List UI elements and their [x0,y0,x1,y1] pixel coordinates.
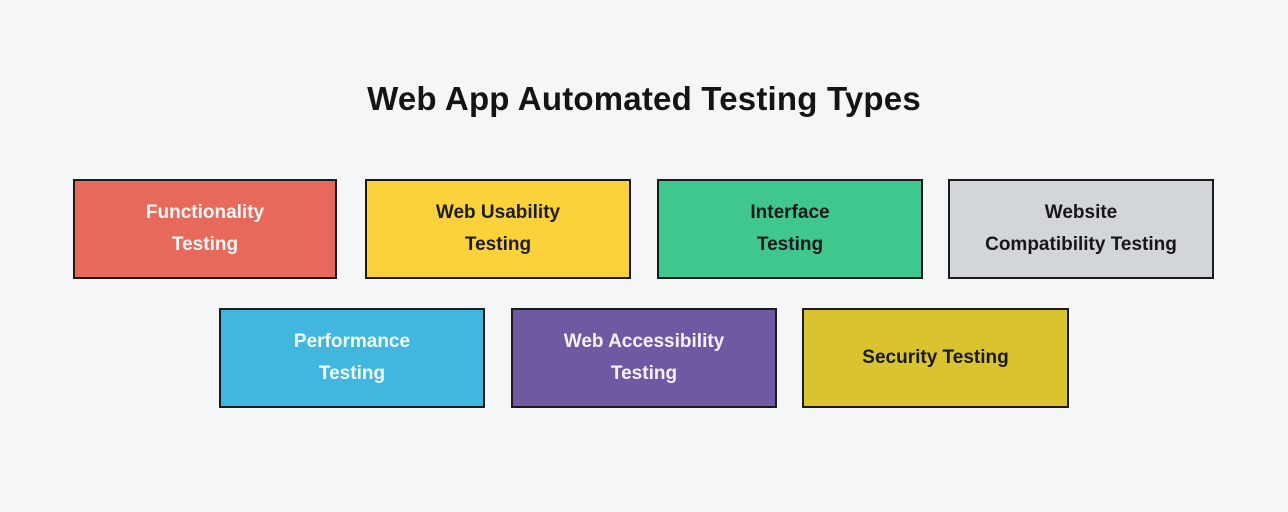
box-website-compatibility-testing: Website Compatibility Testing [948,179,1214,279]
box-label-line: Web Usability [435,202,561,223]
box-web-accessibility-testing: Web Accessibility Testing [511,308,777,408]
box-label-line: Performance [293,331,411,352]
box-label-line: Functionality [145,202,265,223]
box-label-line: Web Accessibility [563,331,725,352]
box-performance-testing: Performance Testing [219,308,485,408]
box-label-line: Compatibility Testing [985,234,1177,255]
box-interface-testing: Interface Testing [657,179,923,279]
box-label-line: Testing [610,363,678,384]
diagram-title: Web App Automated Testing Types [367,80,921,117]
box-label: Web Usability Testing [436,197,560,261]
box-label: Interface Testing [750,197,829,261]
box-label-line: Website [1044,202,1118,223]
box-label-line: Testing [756,234,824,255]
box-label-line: Security Testing [862,347,1009,368]
box-label-line: Interface [750,202,830,223]
box-label: Performance Testing [294,326,410,390]
box-label: Website Compatibility Testing [985,197,1177,261]
box-security-testing: Security Testing [802,308,1069,408]
box-label-line: Testing [171,234,239,255]
box-label-line: Testing [318,363,386,384]
box-label: Web Accessibility Testing [564,326,725,390]
box-label: Security Testing [862,342,1008,374]
box-web-usability-testing: Web Usability Testing [365,179,631,279]
box-label: Functionality Testing [146,197,264,261]
box-label-line: Testing [464,234,532,255]
box-functionality-testing: Functionality Testing [73,179,337,279]
